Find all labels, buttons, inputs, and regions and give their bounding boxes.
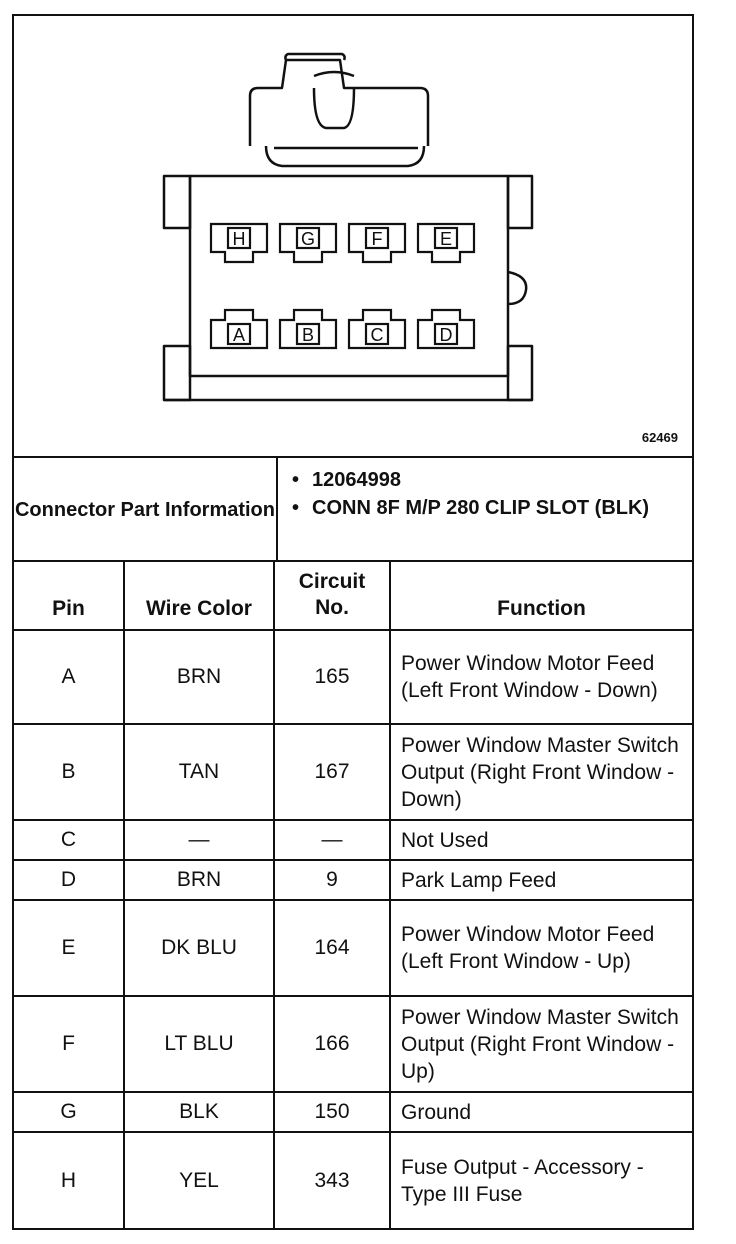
cavity-label-box	[364, 322, 390, 346]
function-cell: Not Used	[389, 819, 692, 861]
cavity-e	[416, 222, 476, 264]
wire-color-cell: LT BLU	[123, 995, 275, 1093]
pin-cell: B	[14, 723, 125, 821]
header-wire-color: Wire Color	[123, 560, 275, 631]
connector-face-drawing	[162, 52, 534, 402]
function-cell: Power Window Motor Feed (Left Front Wind…	[389, 899, 692, 997]
cavity-label-box	[433, 322, 459, 346]
cavity-label-box	[226, 226, 252, 250]
pin-table-header: Pin Wire Color Circuit No. Function	[14, 560, 692, 631]
cavity-label-box	[226, 322, 252, 346]
cavity-b	[278, 308, 338, 350]
cavity-label: E	[440, 229, 452, 249]
cavity-label-box	[295, 226, 321, 250]
pin-cell: G	[14, 1091, 125, 1133]
circuit-cell: 166	[273, 995, 391, 1093]
function-cell: Fuse Output - Accessory - Type III Fuse	[389, 1131, 692, 1228]
function-cell: Power Window Motor Feed (Left Front Wind…	[389, 629, 692, 725]
circuit-cell: 150	[273, 1091, 391, 1133]
cavity-label-box	[295, 322, 321, 346]
part-description: CONN 8F M/P 280 CLIP SLOT (BLK)	[292, 494, 682, 522]
cavity-d	[416, 308, 476, 350]
circuit-cell: 165	[273, 629, 391, 725]
cavity-label: B	[302, 325, 314, 345]
pin-cell: F	[14, 995, 125, 1093]
function-cell: Ground	[389, 1091, 692, 1133]
circuit-cell: 9	[273, 859, 391, 901]
figure-number: 62469	[641, 430, 678, 445]
pin-cell: C	[14, 819, 125, 861]
cavity-c	[347, 308, 407, 350]
cavity-label: C	[371, 325, 384, 345]
wire-color-cell: YEL	[123, 1131, 275, 1228]
cavity-label: A	[233, 325, 245, 345]
cavity-label: H	[233, 229, 246, 249]
cavity-layout: H G F E A B C D	[209, 222, 476, 350]
cavity-label: G	[301, 229, 315, 249]
cavity-g	[278, 222, 338, 264]
connector-part-label: Connector Part Information	[14, 458, 278, 562]
circuit-cell: 164	[273, 899, 391, 997]
header-circuit: Circuit No.	[273, 560, 391, 631]
connector-part-info-row: Connector Part Information 12064998 CONN…	[14, 456, 692, 562]
table-row: C——Not Used	[14, 819, 692, 861]
header-function: Function	[389, 560, 692, 631]
wire-color-cell: BLK	[123, 1091, 275, 1133]
header-pin: Pin	[14, 560, 125, 631]
cavity-label: D	[440, 325, 453, 345]
circuit-cell: —	[273, 819, 391, 861]
function-cell: Power Window Master Switch Output (Right…	[389, 995, 692, 1093]
cavity-f	[347, 222, 407, 264]
connector-diagram: H G F E A B C D 62469	[14, 16, 692, 456]
header-circuit-label: Circuit No.	[298, 570, 366, 619]
cavity-a	[209, 308, 269, 350]
circuit-cell: 343	[273, 1131, 391, 1228]
pin-cell: E	[14, 899, 125, 997]
wire-color-cell: BRN	[123, 629, 275, 725]
part-number: 12064998	[292, 466, 682, 494]
wire-color-cell: DK BLU	[123, 899, 275, 997]
cavity-h	[209, 222, 269, 264]
wire-color-cell: —	[123, 819, 275, 861]
function-cell: Power Window Master Switch Output (Right…	[389, 723, 692, 821]
wire-color-cell: BRN	[123, 859, 275, 901]
wire-color-cell: TAN	[123, 723, 275, 821]
connector-part-info: 12064998 CONN 8F M/P 280 CLIP SLOT (BLK)	[278, 458, 692, 562]
circuit-cell: 167	[273, 723, 391, 821]
pin-cell: A	[14, 629, 125, 725]
cavity-label-box	[364, 226, 390, 250]
cavity-label: F	[372, 229, 383, 249]
pin-cell: H	[14, 1131, 125, 1228]
function-cell: Park Lamp Feed	[389, 859, 692, 901]
pin-cell: D	[14, 859, 125, 901]
cavity-label-box	[433, 226, 459, 250]
